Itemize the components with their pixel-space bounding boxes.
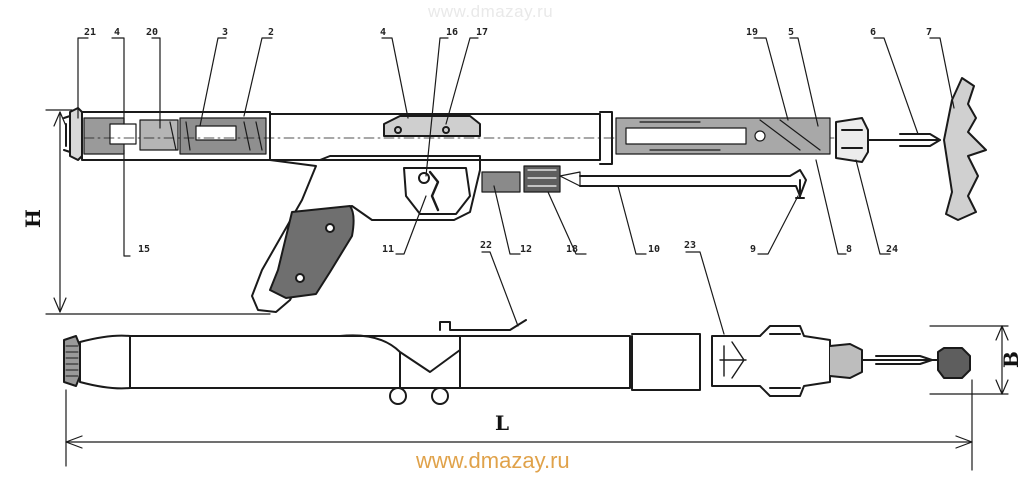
callout-9: 9	[750, 244, 756, 255]
callout-16: 16	[446, 27, 458, 38]
callout-3: 3	[222, 27, 228, 38]
callout-10: 10	[648, 244, 660, 255]
spearhead	[943, 77, 987, 221]
callout-2: 2	[268, 27, 274, 38]
callout-19: 19	[746, 27, 758, 38]
callout-23: 23	[684, 240, 696, 251]
barrel-top	[79, 334, 631, 390]
dimension-b-label: B	[999, 351, 1023, 368]
callout-17: 17	[476, 27, 488, 38]
trigger-guard	[403, 167, 471, 215]
watermark-bottom: www.dmazay.ru	[416, 448, 570, 473]
callout-4a: 4	[114, 27, 120, 38]
callout-21: 21	[84, 27, 96, 38]
line-clip	[439, 319, 527, 331]
callout-22: 22	[480, 240, 492, 251]
grip-panel	[269, 205, 355, 299]
callout-11: 11	[382, 244, 394, 255]
side-view	[63, 77, 987, 313]
rear-cap-top	[63, 335, 81, 387]
front-head-top	[711, 325, 831, 397]
front-nut	[835, 117, 869, 163]
dimension-b	[929, 325, 1009, 395]
dimension-l-label: L	[495, 411, 509, 435]
callout-7: 7	[926, 27, 932, 38]
watermark-top: www.dmazay.ru	[428, 2, 554, 21]
top-block	[383, 115, 481, 137]
rear-mechanism	[83, 117, 267, 155]
line-release	[481, 165, 581, 193]
dimension-l	[65, 379, 973, 471]
callout-15: 15	[138, 244, 150, 255]
dimension-h-label: H	[21, 209, 45, 228]
guide-rod	[579, 169, 807, 197]
grip-bolt-2	[431, 387, 449, 405]
callout-8: 8	[846, 244, 852, 255]
callout-18: 18	[566, 244, 578, 255]
callout-5: 5	[788, 27, 794, 38]
grip-bolt-1	[389, 387, 407, 405]
dimension-h	[45, 109, 271, 315]
top-view	[63, 319, 971, 405]
leader-lines	[77, 37, 955, 335]
callout-24: 24	[886, 244, 898, 255]
callout-6: 6	[870, 27, 876, 38]
spearhead-top	[937, 347, 971, 379]
front-mechanism	[615, 117, 831, 155]
callout-labels: 21 4 20 3 2 4 16 17 19 5 6 7 15 11 12 18…	[21, 27, 1023, 435]
callout-4b: 4	[380, 27, 386, 38]
rear-cap	[69, 107, 83, 161]
callout-20: 20	[146, 27, 158, 38]
callout-12: 12	[520, 244, 532, 255]
